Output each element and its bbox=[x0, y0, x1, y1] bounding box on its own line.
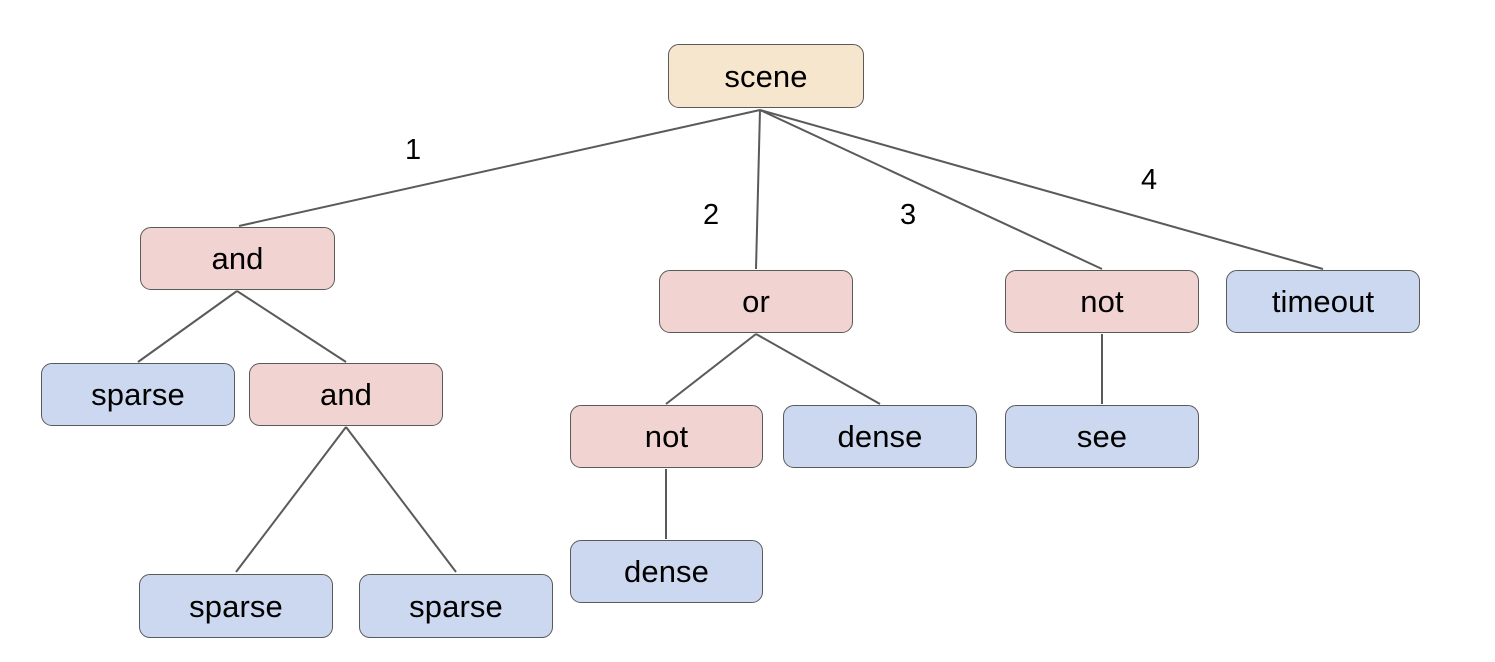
tree-node-dense1[interactable]: dense bbox=[783, 405, 977, 468]
tree-node-see1[interactable]: see bbox=[1005, 405, 1199, 468]
edge-label-scene-timeout: 4 bbox=[1141, 164, 1158, 196]
tree-node-sparse2[interactable]: sparse bbox=[139, 574, 333, 638]
tree-node-label: sparse bbox=[189, 588, 283, 624]
tree-node-label: timeout bbox=[1271, 284, 1375, 319]
tree-edge bbox=[238, 109, 761, 227]
tree-node-label: dense bbox=[837, 419, 923, 454]
tree-node-dense2[interactable]: dense bbox=[570, 540, 763, 603]
tree-edge bbox=[755, 333, 881, 405]
tree-node-sparse3[interactable]: sparse bbox=[359, 574, 553, 638]
edge-label-scene-or1: 2 bbox=[703, 199, 720, 231]
tree-node-label: not bbox=[644, 419, 689, 454]
tree-edge bbox=[665, 333, 757, 405]
tree-node-and2[interactable]: and bbox=[249, 363, 443, 426]
tree-edge bbox=[236, 290, 347, 363]
tree-node-scene[interactable]: scene bbox=[668, 44, 864, 108]
tree-node-label: sparse bbox=[409, 588, 503, 624]
tree-node-and1[interactable]: and bbox=[140, 227, 335, 290]
tree-node-sparse1[interactable]: sparse bbox=[41, 363, 235, 426]
tree-node-label: and bbox=[211, 241, 264, 276]
tree-node-label: scene bbox=[724, 58, 808, 94]
tree-edge bbox=[759, 109, 1103, 270]
tree-edge bbox=[759, 109, 1324, 270]
tree-node-timeout[interactable]: timeout bbox=[1226, 270, 1420, 333]
tree-node-label: see bbox=[1076, 419, 1128, 454]
edge-label-scene-and1: 1 bbox=[405, 134, 422, 166]
tree-edge bbox=[137, 290, 238, 363]
tree-node-label: sparse bbox=[91, 377, 185, 412]
tree-node-label: dense bbox=[624, 554, 709, 589]
tree-node-or1[interactable]: or bbox=[659, 270, 853, 333]
tree-node-not2[interactable]: not bbox=[1005, 270, 1199, 333]
tree-edge bbox=[345, 426, 457, 573]
tree-node-label: not bbox=[1080, 284, 1124, 319]
tree-node-label: or bbox=[742, 284, 770, 319]
tree-edge bbox=[235, 426, 347, 573]
edge-label-scene-not2: 3 bbox=[900, 199, 917, 231]
tree-edge bbox=[755, 109, 761, 270]
tree-node-label: and bbox=[319, 377, 373, 412]
tree-node-not1[interactable]: not bbox=[570, 405, 763, 468]
